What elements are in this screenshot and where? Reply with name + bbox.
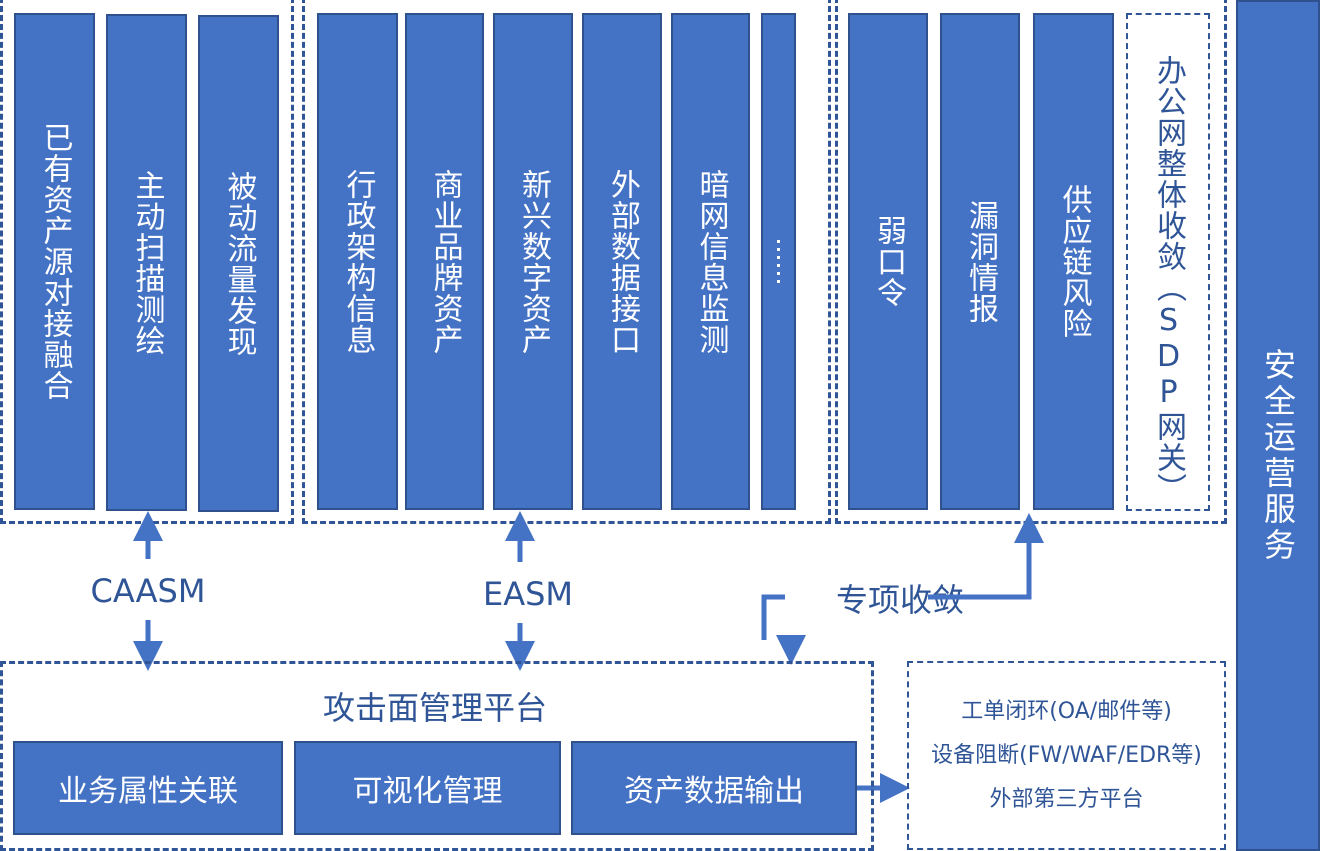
caasm-item-existing-sources[interactable]: 已有资产源对接融合: [14, 13, 95, 510]
output-line-blocking: 设备阻断(FW/WAF/EDR等): [931, 742, 1202, 768]
module-asset-data-output[interactable]: 资产数据输出: [571, 741, 857, 835]
security-operation-service[interactable]: 安全运营服务: [1236, 0, 1320, 851]
module-label: 资产数据输出: [624, 774, 804, 809]
easm-item-label: 暗网信息监测: [693, 168, 729, 355]
module-visual-management[interactable]: 可视化管理: [294, 741, 561, 835]
easm-item-brand-assets[interactable]: 商业品牌资产: [405, 13, 484, 510]
platform-title: 攻击面管理平台: [322, 689, 547, 727]
easm-label: EASM: [482, 575, 574, 613]
special-item-label: 供应链风险: [1056, 184, 1092, 339]
easm-item-label: 外部数据接口: [605, 168, 640, 355]
module-label: 可视化管理: [352, 774, 503, 809]
easm-group: [302, 0, 831, 524]
special-convergence-label: 专项收敛: [835, 581, 964, 619]
easm-item-more[interactable]: [761, 13, 796, 510]
output-line-third-party: 外部第三方平台: [989, 786, 1144, 812]
ellipsis-icon: [777, 238, 780, 286]
side-bar-label: 安全运营服务: [1259, 347, 1297, 564]
special-down-arrow: [761, 594, 785, 640]
output-line-ticket: 工单闭环(OA/邮件等): [961, 698, 1172, 724]
module-business-attribute[interactable]: 业务属性关联: [13, 741, 283, 835]
caasm-item-active-scan[interactable]: 主动扫描测绘: [106, 14, 187, 511]
module-label: 业务属性关联: [58, 774, 238, 809]
attack-surface-platform: [0, 661, 874, 851]
caasm-item-passive-traffic[interactable]: 被动流量发现: [198, 15, 279, 512]
caasm-item-label: 被动流量发现: [221, 170, 257, 357]
easm-item-label: 商业品牌资产: [427, 168, 463, 355]
special-item-vuln-intel[interactable]: 漏洞情报: [940, 13, 1020, 510]
output-targets: 工单闭环(OA/邮件等) 设备阻断(FW/WAF/EDR等) 外部第三方平台: [907, 661, 1226, 850]
special-item-supply-chain[interactable]: 供应链风险: [1033, 13, 1114, 510]
easm-item-external-data[interactable]: 外部数据接口: [582, 13, 662, 510]
special-item-weak-password[interactable]: 弱口令: [848, 13, 928, 510]
special-item-label: 弱口令: [871, 215, 906, 308]
easm-item-label: 新兴数字资产: [516, 168, 551, 355]
easm-item-label: 行政架构信息: [340, 168, 376, 355]
caasm-item-label: 已有资产源对接融合: [37, 122, 73, 401]
special-item-label: 漏洞情报: [963, 199, 998, 324]
easm-item-admin-structure[interactable]: 行政架构信息: [317, 13, 398, 510]
easm-item-digital-assets[interactable]: 新兴数字资产: [493, 13, 573, 510]
caasm-item-label: 主动扫描测绘: [129, 169, 165, 356]
caasm-label: CAASM: [90, 572, 206, 610]
easm-item-darkweb[interactable]: 暗网信息监测: [671, 13, 750, 510]
special-item-office-network[interactable]: 办公网整体收敛（SDP网关）: [1126, 13, 1210, 511]
special-item-label: 办公网整体收敛（SDP网关）: [1151, 55, 1186, 504]
special-up-arrow: [928, 540, 1032, 600]
